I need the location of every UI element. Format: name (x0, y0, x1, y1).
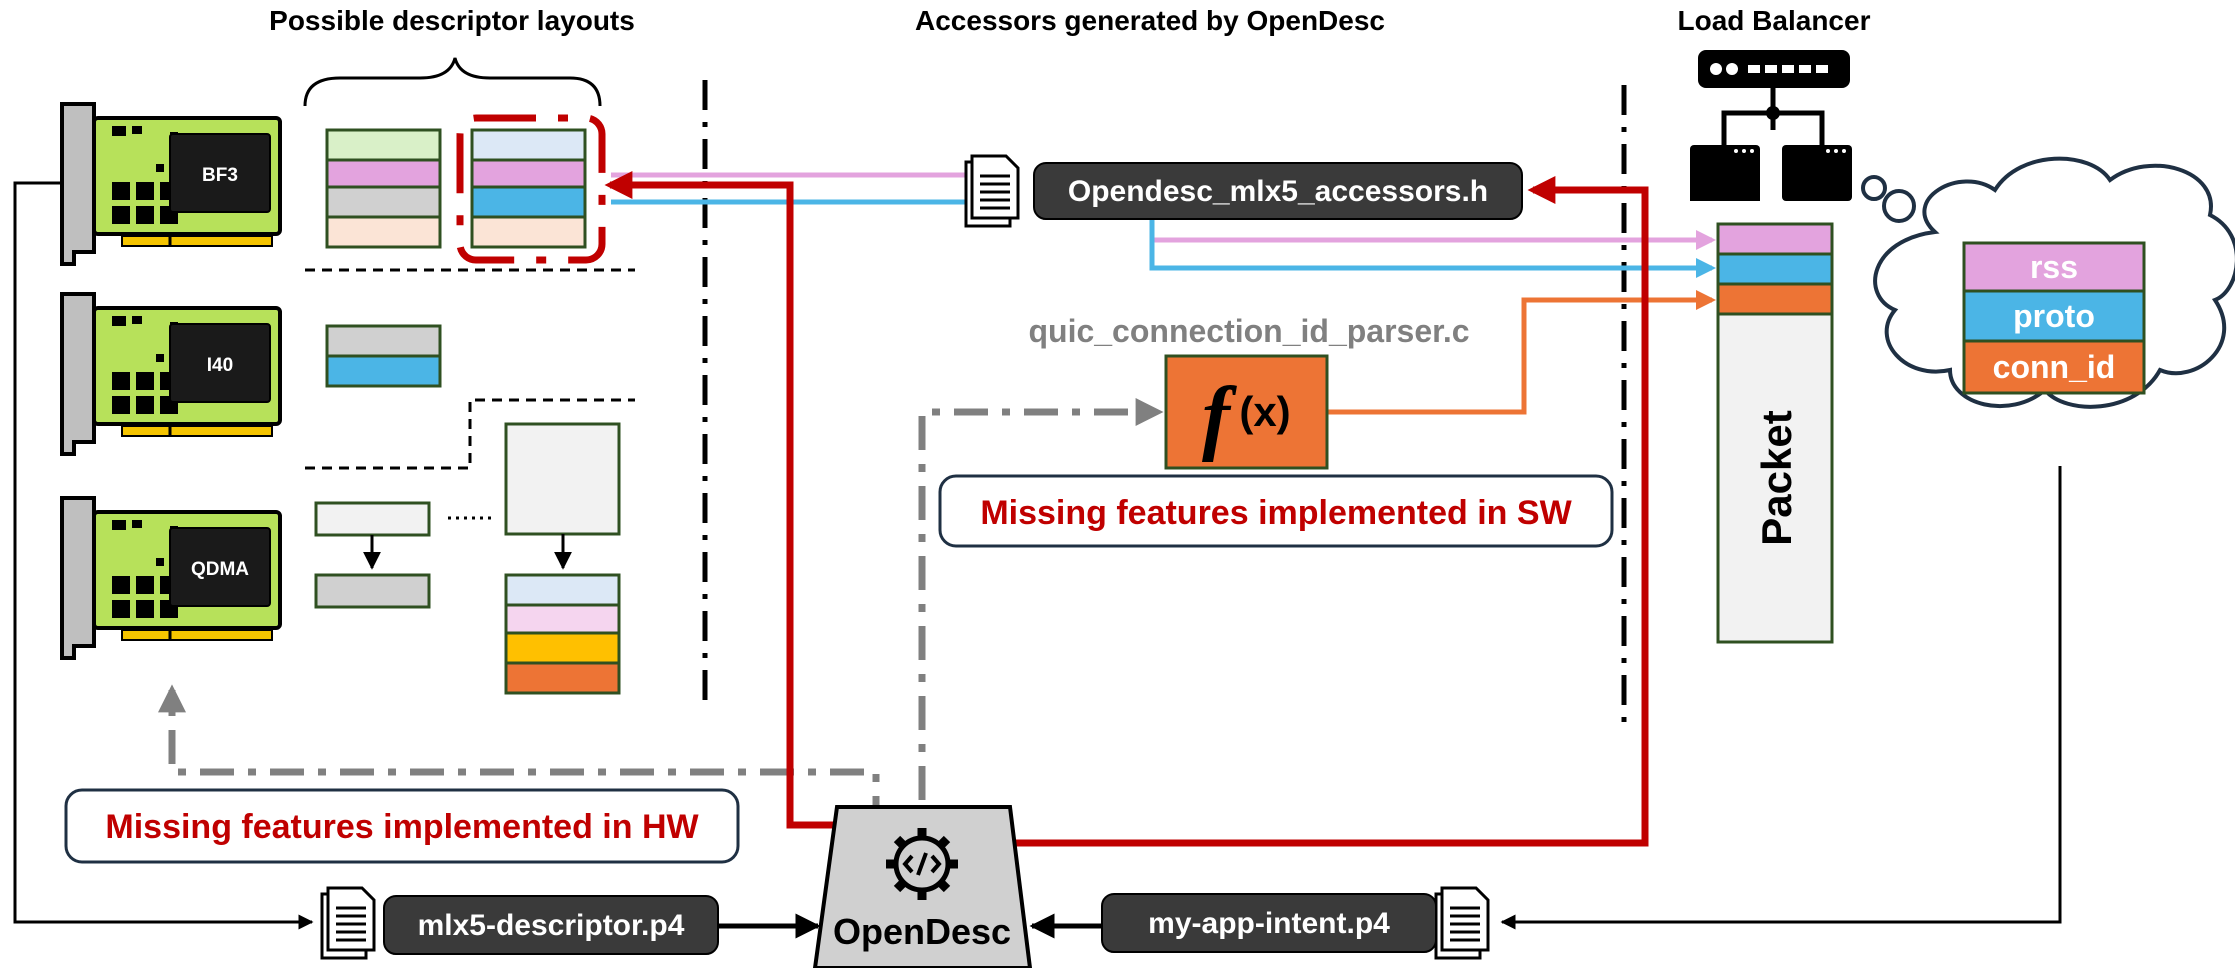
layout-i40 (325, 324, 442, 388)
packet-field-rss (1716, 222, 1834, 256)
header-descriptor-layouts: Possible descriptor layouts (269, 5, 635, 36)
layout-qdma-b (504, 422, 621, 695)
document-icon-intent (1434, 886, 1490, 960)
header-load-balancer: Load Balancer (1678, 5, 1871, 36)
sw-callout-box (938, 474, 1614, 548)
cloud-field-conn-id (1962, 339, 2146, 395)
nic-label-i40: I40 (207, 355, 233, 376)
hw-callout-text: Missing features implemented in HW (105, 808, 699, 846)
blue-packet-arrow (1149, 218, 1716, 278)
header-accessors: Accessors generated by OpenDesc (915, 5, 1385, 36)
function-box (1164, 354, 1329, 470)
field-label-proto: proto (2013, 298, 2095, 334)
red-path-to-accessors (1000, 176, 1649, 847)
packet: Packet (1716, 222, 1834, 644)
layout-bf3-a (325, 128, 442, 249)
layouts-brace (303, 57, 602, 107)
hw-callout-box (64, 788, 740, 864)
gray-sw-path (918, 398, 1164, 870)
descriptor-file-label: mlx5-descriptor.p4 (418, 909, 685, 942)
nic-card-bf3: BF3 (60, 102, 282, 266)
thought-cloud: rss proto conn_id (1861, 156, 2235, 409)
gear-code-icon (886, 828, 958, 900)
cloud-field-rss (1962, 241, 2146, 293)
nic-label-bf3: BF3 (202, 165, 238, 186)
intent-file-box (1101, 893, 1437, 953)
accessors-file-label: Opendesc_mlx5_accessors.h (1068, 175, 1488, 208)
field-label-rss: rss (2030, 249, 2078, 285)
descriptor-input-line (13, 181, 314, 930)
layout-divider-2 (305, 398, 635, 470)
intent-input-line (1500, 466, 2062, 930)
packet-label: Packet (1753, 410, 1800, 545)
document-icon-descriptor (320, 886, 376, 960)
nic-label-qdma: QDMA (191, 559, 249, 580)
accessors-file-box (1033, 162, 1523, 220)
nic-card-qdma: QDMA (60, 496, 282, 660)
layout-bf3-b (470, 128, 587, 249)
gray-hw-path (158, 684, 880, 830)
opendesc-tool: OpenDesc (812, 805, 1033, 968)
pink-packet-arrow (1149, 218, 1716, 250)
field-label-conn-id: conn_id (1993, 349, 2116, 385)
packet-field-proto (1716, 252, 1834, 286)
descriptor-file-box (383, 895, 719, 955)
opendesc-label: OpenDesc (833, 911, 1011, 952)
red-path-to-nic-layout (604, 171, 836, 829)
orange-packet-arrow (1328, 290, 1716, 415)
parser-file-label: quic_connection_id_parser.c (1028, 313, 1469, 349)
layout-qdma-a (314, 501, 431, 609)
intent-file-label: my-app-intent.p4 (1148, 907, 1390, 940)
selected-layout-highlight (456, 114, 606, 264)
load-balancer-icon (1690, 50, 1852, 201)
sw-callout-text: Missing features implemented in SW (980, 494, 1572, 532)
nic-card-i40: I40 (60, 292, 282, 456)
function-args: (x) (1239, 388, 1290, 435)
packet-field-conn-id (1716, 282, 1834, 316)
document-icon-accessors (964, 154, 1020, 228)
